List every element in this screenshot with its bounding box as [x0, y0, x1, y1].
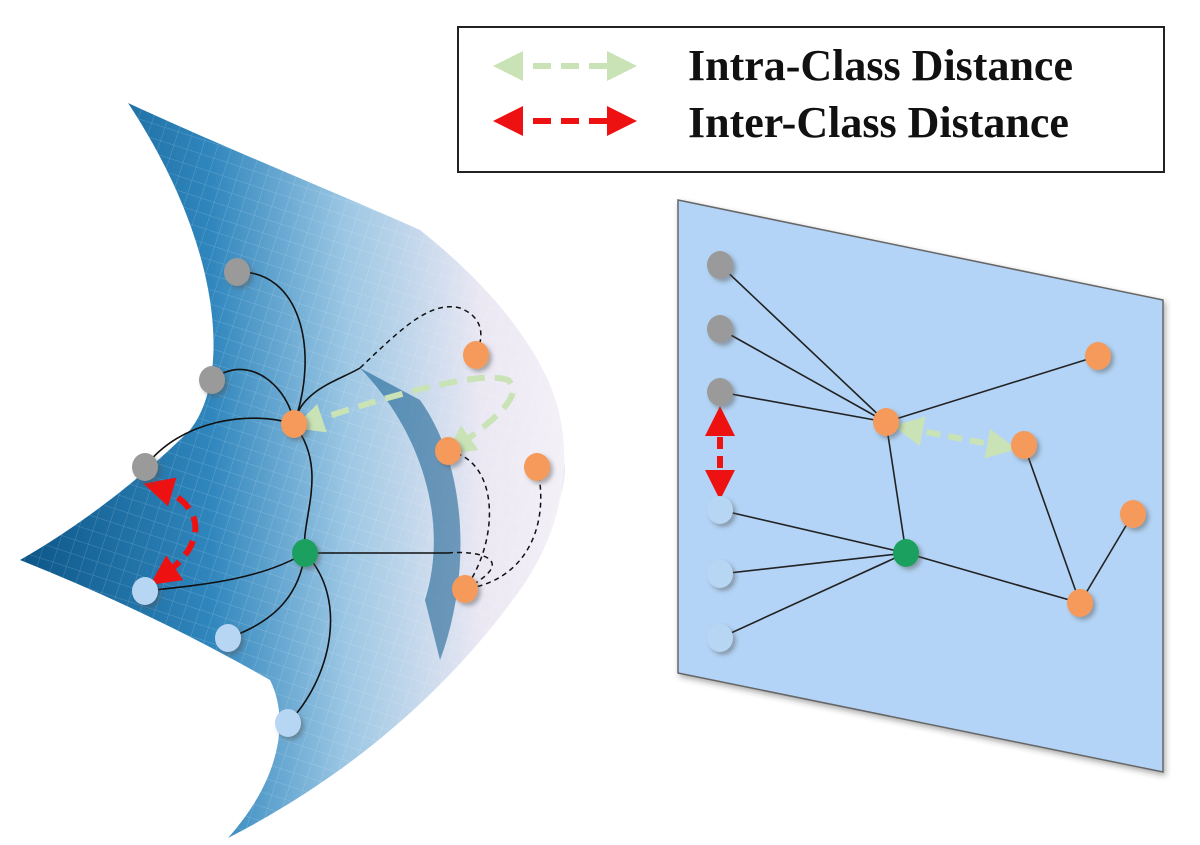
green-node	[893, 539, 919, 567]
orange-node	[1011, 431, 1037, 459]
inter-class-legend-label: Inter-Class Distance	[688, 98, 1069, 147]
orange-node	[463, 341, 489, 369]
orange-node	[524, 453, 550, 481]
orange-node	[435, 437, 461, 465]
orange-node	[873, 408, 899, 436]
orange-node	[1120, 500, 1146, 528]
gray-node	[707, 378, 733, 406]
euclidean-nodes	[707, 251, 1146, 652]
green-node	[292, 539, 318, 567]
euclidean-plane	[677, 199, 1164, 773]
lightblue-node	[132, 577, 158, 605]
orange-node	[452, 575, 478, 603]
lightblue-node	[707, 496, 733, 524]
hyperbolic-inter-class-arrow	[143, 477, 199, 585]
gray-node	[132, 453, 158, 481]
legend-box: Intra-Class Distance Inter-Class Distanc…	[457, 26, 1165, 173]
euclidean-intra-class-arrow	[893, 416, 1017, 459]
orange-node	[1067, 589, 1093, 617]
gray-node	[199, 366, 225, 394]
hyperbolic-surface	[20, 103, 565, 838]
euclidean-edges	[719, 264, 1134, 639]
gray-node	[707, 315, 733, 343]
hyperbolic-hidden-edges	[359, 306, 542, 590]
intra-class-legend-label: Intra-Class Distance	[688, 41, 1073, 90]
orange-node	[281, 410, 307, 438]
hyperbolic-intra-class-arrow	[293, 374, 516, 455]
orange-node	[1085, 342, 1111, 370]
hyperbolic-nodes	[132, 258, 550, 737]
lightblue-node	[275, 709, 301, 737]
lightblue-node	[215, 624, 241, 652]
gray-node	[224, 258, 250, 286]
lightblue-node	[707, 624, 733, 652]
gray-node	[707, 251, 733, 279]
lightblue-node	[707, 560, 733, 588]
